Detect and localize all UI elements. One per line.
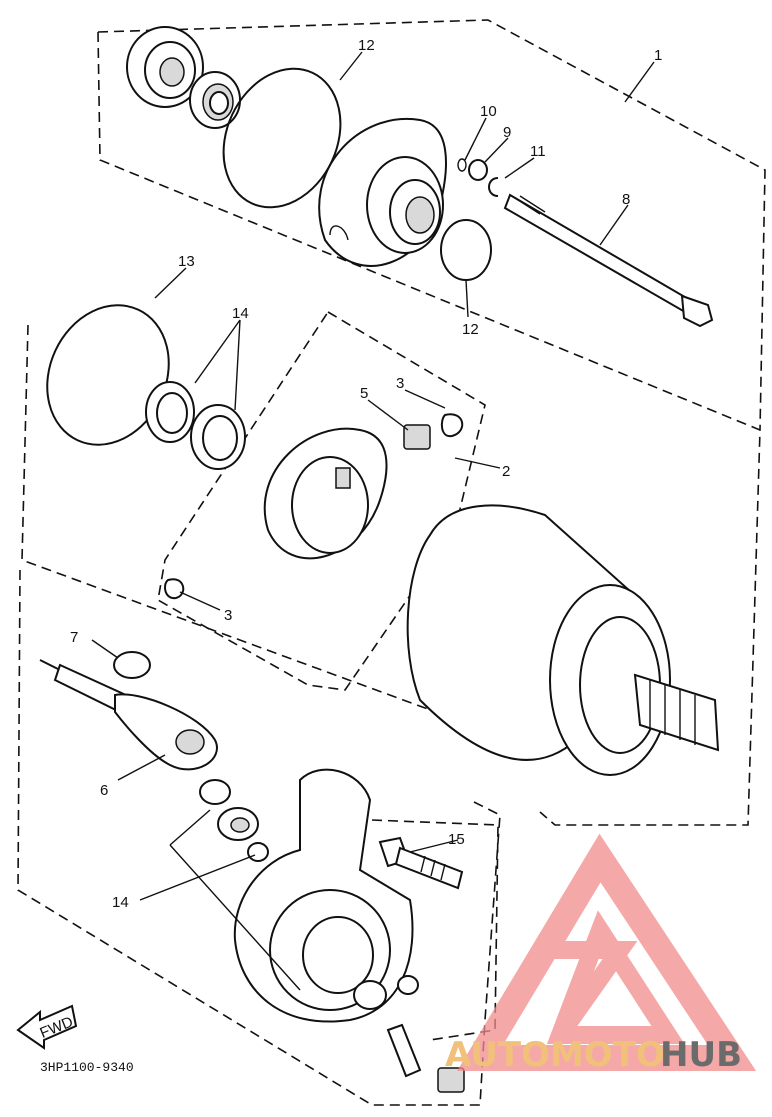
- long-bolt: [503, 193, 714, 328]
- callout-8: 10: [480, 103, 497, 120]
- brush-plate: [263, 427, 388, 560]
- fwd-arrow: FWD: [16, 1004, 78, 1050]
- callout-5: 6: [100, 782, 108, 799]
- callout-12-top: 12: [358, 37, 375, 54]
- washer-14b: [217, 807, 259, 841]
- bracket-boundary: [371, 819, 499, 1041]
- rear-bracket: [233, 768, 419, 1023]
- bearing: [126, 26, 204, 108]
- callout-3-bottom: 3: [224, 607, 232, 624]
- o-ring-14: [247, 842, 269, 862]
- terminal-bolt: [386, 1023, 465, 1093]
- nut-11: [113, 651, 151, 679]
- lower-boundary: [17, 324, 501, 1106]
- leader-lines: [91, 51, 655, 991]
- callout-6: 8: [622, 191, 630, 208]
- callout-2: 2: [502, 463, 510, 480]
- washer-7: [468, 159, 488, 181]
- oil-seal: [189, 71, 241, 129]
- watermark-brand-suffix: HUB: [660, 1035, 742, 1075]
- callout-11: 7: [70, 629, 78, 646]
- washer-13b: [190, 404, 246, 470]
- motor-yoke: [406, 504, 720, 776]
- callout-14: 14: [112, 894, 129, 911]
- callout-7: 9: [503, 124, 511, 141]
- brush-4: [403, 424, 431, 450]
- washer-14a: [199, 779, 231, 805]
- bolt-15: [378, 836, 464, 890]
- callout-9: 11: [530, 143, 546, 160]
- watermark-logo: [457, 833, 757, 1071]
- front-cover: [318, 117, 447, 267]
- spring-3-bottom: [163, 578, 185, 600]
- washer-13a: [145, 381, 195, 443]
- callout-15: 15: [448, 831, 465, 848]
- circlip-9: [488, 177, 499, 197]
- callout-1: 1: [654, 47, 662, 64]
- callout-4: 5: [360, 385, 368, 402]
- callout-3-top: 3: [396, 375, 404, 392]
- assembly-boundary: [97, 19, 766, 826]
- spring-3-top: [440, 413, 464, 438]
- o-ring-10: [440, 219, 492, 281]
- callout-12-lower: 13: [178, 253, 195, 270]
- part-code: 3HP1100-9340: [40, 1060, 134, 1075]
- callout-10: 12: [462, 321, 479, 338]
- lead-wire-terminal: [39, 659, 218, 771]
- watermark-brand-prefix: AUTOMOTO: [445, 1035, 665, 1075]
- washer-8: [457, 158, 467, 172]
- callout-13: 14: [232, 305, 249, 322]
